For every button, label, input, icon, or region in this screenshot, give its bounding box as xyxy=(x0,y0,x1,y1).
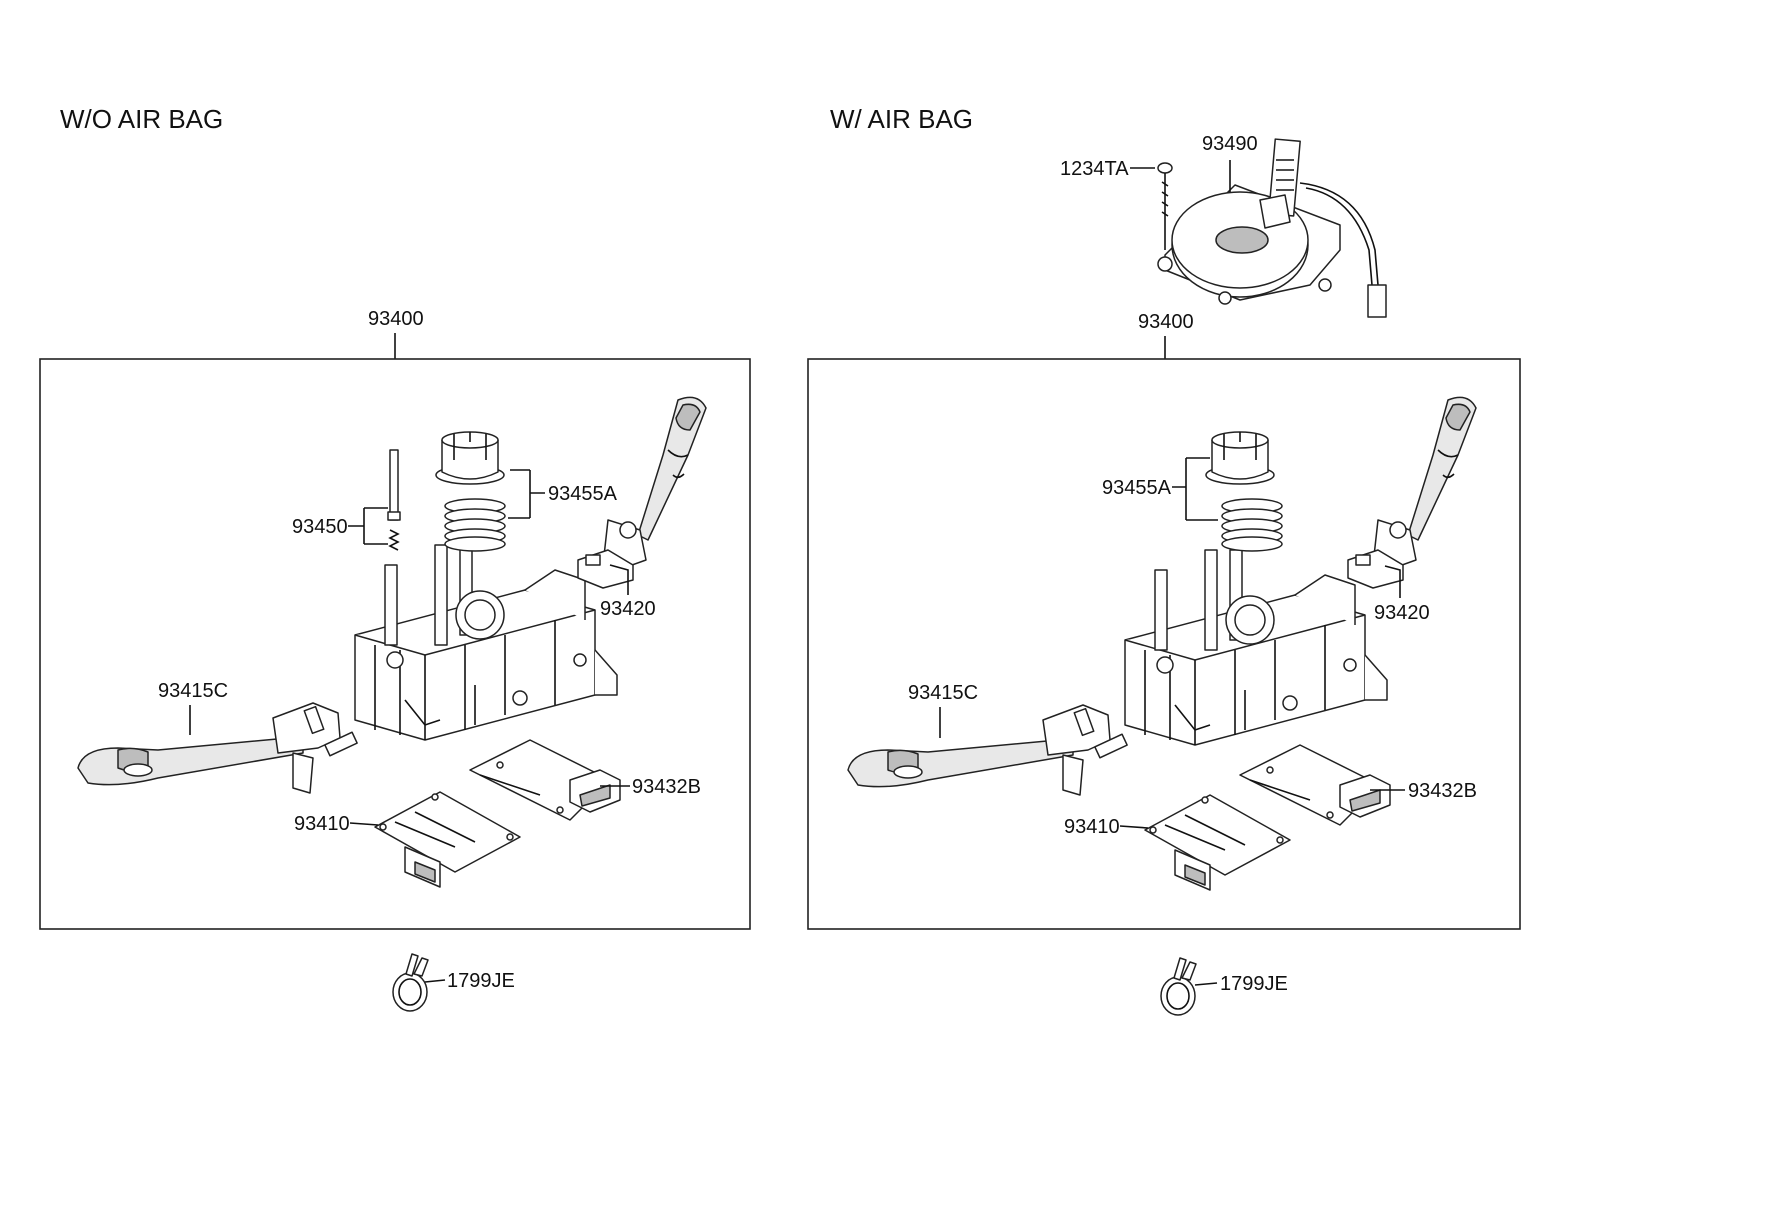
right-label-cap: 93455A xyxy=(1102,477,1172,499)
right-label-board-b: 93432B xyxy=(1408,780,1477,802)
right-label-clamp: 1799JE xyxy=(1220,973,1288,995)
right-switch-body xyxy=(1124,549,1388,746)
left-spring xyxy=(444,498,506,552)
right-wiper-lever xyxy=(1347,396,1477,589)
right-assembly-box xyxy=(807,358,1521,930)
left-board-b xyxy=(469,739,621,821)
right-label-clock-spring: 93490 xyxy=(1202,133,1258,155)
right-screw xyxy=(1157,162,1173,250)
left-clamp xyxy=(392,953,429,1012)
left-light-lever xyxy=(77,702,358,794)
right-clamp xyxy=(1160,957,1197,1016)
left-label-light-switch: 93415C xyxy=(158,680,228,702)
left-pin xyxy=(387,449,401,551)
right-label-board: 93410 xyxy=(1064,816,1120,838)
right-label-screw: 1234TA xyxy=(1060,158,1129,180)
right-clock-spring xyxy=(1157,138,1387,318)
right-spring xyxy=(1221,498,1283,552)
left-label-pin: 93450 xyxy=(292,516,348,538)
left-label-clamp: 1799JE xyxy=(447,970,515,992)
left-label-board-b: 93432B xyxy=(632,776,701,798)
right-light-lever xyxy=(847,704,1128,796)
left-label-wiper-switch: 93420 xyxy=(600,598,656,620)
left-cap xyxy=(435,431,505,485)
right-label-wiper-switch: 93420 xyxy=(1374,602,1430,624)
left-assembly-label: 93400 xyxy=(368,308,424,330)
left-title: W/O AIR BAG xyxy=(60,104,223,134)
right-assembly-label: 93400 xyxy=(1138,311,1194,333)
left-label-board: 93410 xyxy=(294,813,350,835)
right-label-light-switch: 93415C xyxy=(908,682,978,704)
right-title: W/ AIR BAG xyxy=(830,104,973,134)
left-board xyxy=(374,791,521,888)
left-assembly-box xyxy=(39,358,751,930)
left-label-cap: 93455A xyxy=(548,483,618,505)
right-board-b xyxy=(1239,744,1391,826)
right-cap xyxy=(1205,431,1275,485)
right-board xyxy=(1144,794,1291,891)
